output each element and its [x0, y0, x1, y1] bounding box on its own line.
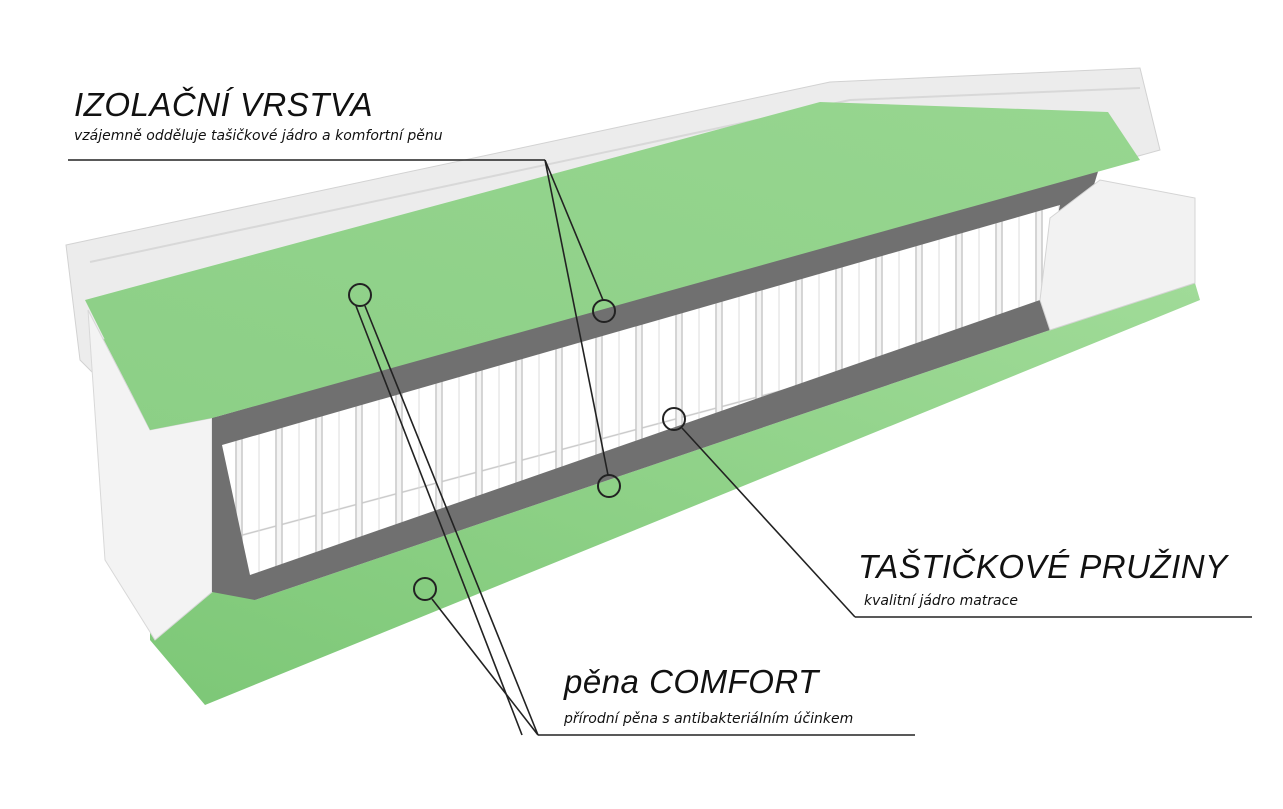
- springs-title: TAŠTIČKOVÉ PRUŽINY: [858, 548, 1228, 585]
- marker-insulation-top: [592, 299, 616, 323]
- insulation-title: IZOLAČNÍ VRSTVA: [74, 86, 374, 123]
- side-block-right: [1039, 179, 1196, 331]
- marker-insulation-bottom: [597, 474, 621, 498]
- comfort-title: pěna COMFORT: [564, 663, 819, 700]
- leader-lines: [68, 159, 1252, 736]
- pocket-springs: [222, 205, 1060, 575]
- comfort-foam-bottom: [90, 283, 1200, 705]
- marker-springs: [662, 407, 686, 431]
- marker-comfort-bottom: [413, 577, 437, 601]
- insulation-subtitle: vzájemně odděluje tašičkové jádro a komf…: [74, 128, 443, 144]
- comfort-subtitle: přírodní pěna s antibakteriálním účinkem: [564, 711, 854, 727]
- comfort-foam-top: [85, 102, 1140, 430]
- marker-comfort-top: [348, 283, 372, 307]
- springs-subtitle: kvalitní jádro matrace: [864, 593, 1018, 609]
